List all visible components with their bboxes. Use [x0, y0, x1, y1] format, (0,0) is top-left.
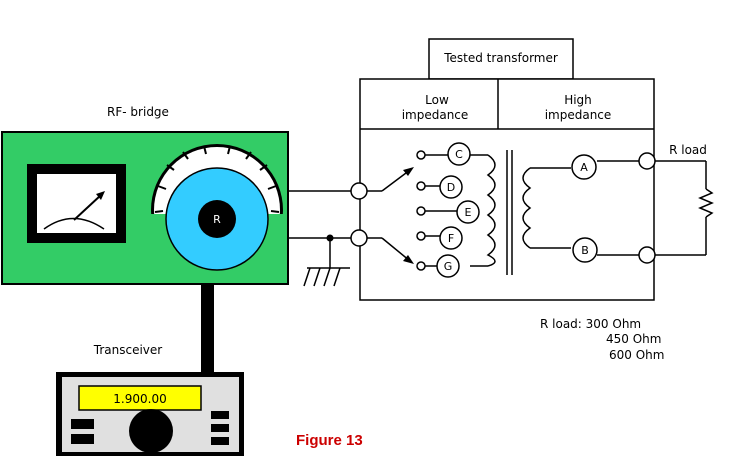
node-d: D [439, 175, 463, 199]
node-g: G [436, 254, 460, 278]
transceiver-label: Transceiver [93, 343, 163, 357]
tested-transformer-label: Tested transformer [443, 51, 558, 65]
r-load-values-2: 450 Ohm [606, 332, 661, 346]
right-button-3[interactable] [211, 437, 229, 445]
svg-text:E: E [465, 206, 472, 219]
high-impedance-label-2: impedance [545, 108, 612, 122]
primary-wiring [367, 150, 639, 275]
svg-text:D: D [447, 181, 455, 194]
frequency-readout: 1.900.00 [113, 392, 166, 406]
transceiver: 1.900.00 [56, 372, 244, 456]
r-load-values-1: R load: 300 Ohm [540, 317, 641, 331]
svg-text:C: C [455, 148, 463, 161]
left-button-top[interactable] [71, 419, 94, 429]
tested-transformer-title-box [428, 38, 574, 80]
switch-arrow-top [403, 167, 414, 176]
node-b: B [572, 237, 598, 263]
tap-contacts [416, 150, 426, 271]
frequency-display [78, 385, 202, 411]
switch-arrow-bottom [403, 255, 414, 264]
dial-label: R [213, 213, 221, 226]
left-button-bottom[interactable] [71, 434, 94, 444]
input-terminal-top [350, 182, 368, 200]
node-a: A [571, 154, 597, 180]
meter-icon [27, 164, 126, 243]
svg-text:A: A [580, 161, 588, 174]
r-load-values-3: 600 Ohm [609, 348, 664, 362]
node-c: C [447, 142, 471, 166]
node-e: E [456, 200, 480, 224]
right-button-2[interactable] [211, 424, 229, 432]
resistor-icon [655, 160, 714, 256]
output-terminal-bottom [638, 246, 656, 264]
rf-bridge-label: RF- bridge [107, 105, 169, 119]
node-f: F [439, 226, 463, 250]
r-load-label: R load [669, 143, 707, 157]
svg-text:B: B [581, 244, 589, 257]
dial-knob[interactable]: R [148, 144, 286, 276]
input-terminal-bottom [350, 229, 368, 247]
low-impedance-label-2: impedance [402, 108, 469, 122]
bridge-wiring [288, 190, 352, 287]
output-terminal-top [638, 152, 656, 170]
figure-caption: Figure 13 [296, 432, 363, 449]
high-impedance-label-1: High [564, 93, 592, 107]
tuning-knob[interactable] [129, 409, 173, 453]
link-cable [201, 284, 214, 372]
ground-junction [326, 234, 334, 242]
svg-text:F: F [448, 232, 454, 245]
right-button-1[interactable] [211, 411, 229, 419]
low-impedance-label-1: Low [425, 93, 449, 107]
svg-text:G: G [444, 260, 453, 273]
